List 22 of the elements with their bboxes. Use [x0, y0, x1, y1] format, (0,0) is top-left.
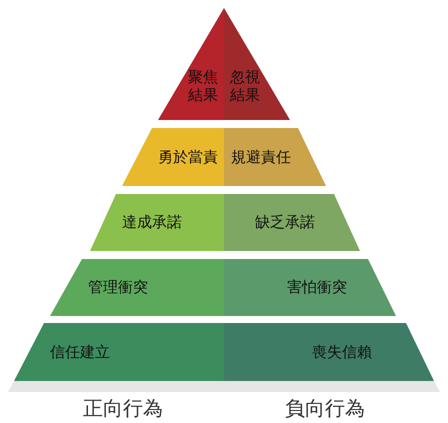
- segment-label: 勇於當責: [158, 148, 218, 166]
- segment-label: 規避責任: [231, 148, 291, 166]
- segment-label: 管理衝突: [88, 278, 148, 296]
- segment-label: 忽視結果: [230, 68, 261, 104]
- column-label: 正向行為: [83, 395, 163, 422]
- pyramid-segment: [224, 323, 434, 381]
- pyramid-segment: [224, 8, 290, 120]
- column-label: 負向行為: [285, 395, 365, 422]
- pyramid-segment: [122, 128, 224, 186]
- segment-label: 缺乏承諾: [255, 213, 315, 231]
- pyramid-segment: [50, 259, 224, 316]
- pyramid-segment: [224, 194, 360, 251]
- segment-label: 聚焦結果: [187, 68, 218, 104]
- pyramid-segment: [158, 8, 224, 120]
- pyramid-segment: [90, 194, 224, 251]
- segment-label: 信任建立: [50, 343, 110, 361]
- segment-label: 害怕衝突: [287, 278, 347, 296]
- segment-label: 喪失信賴: [312, 343, 372, 361]
- pyramid-segment: [14, 323, 224, 381]
- pyramid-segment: [224, 128, 326, 186]
- segment-label: 達成承諾: [122, 213, 182, 231]
- pyramid-segment: [224, 259, 396, 316]
